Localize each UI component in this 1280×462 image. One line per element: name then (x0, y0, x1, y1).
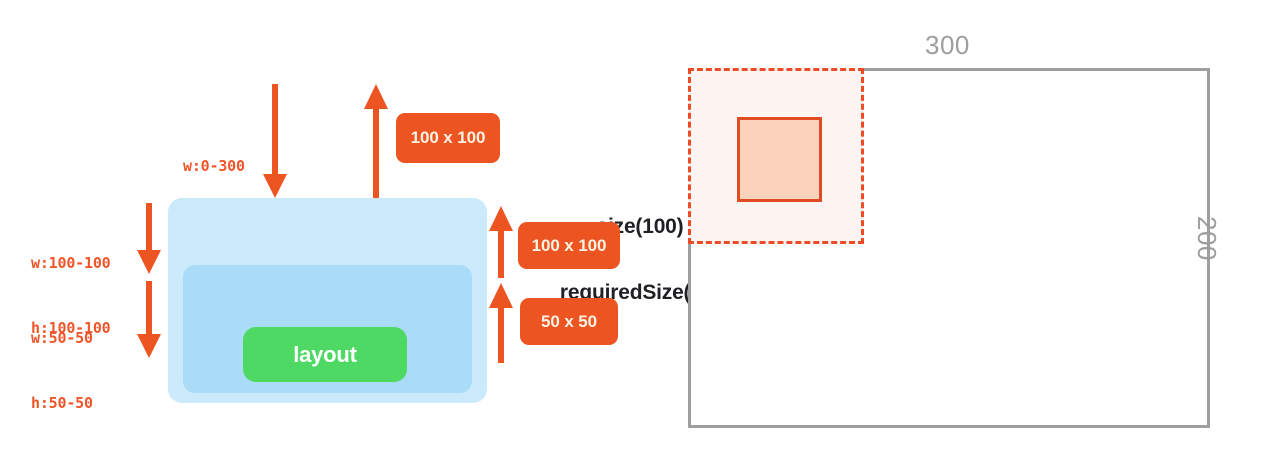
arrow-down-required-size-constraint (136, 281, 162, 359)
size-badge-label: 100 x 100 (410, 128, 486, 147)
constraint-width-text: w:100-100 (31, 253, 111, 272)
arrow-up-size-report (488, 206, 514, 278)
size-badge-size: 100 x 100 (518, 222, 620, 269)
constraint-height-text: h:100-100 (31, 318, 111, 337)
constraint-width-text: w:50-50 (31, 328, 93, 347)
canvas-width-label: 300 (925, 30, 970, 60)
size-badge-required-size: 50 x 50 (520, 298, 618, 345)
constraint-label-size: w:100-100 h:100-100 (31, 209, 111, 383)
constraint-width-text: w:0-300 (183, 156, 245, 175)
layout-chip-label: layout (293, 341, 357, 367)
arrow-down-size-constraint (136, 203, 162, 275)
size-badge-top: 100 x 100 (396, 113, 500, 163)
size-badge-label: 50 x 50 (540, 311, 598, 331)
constraint-label-required-size: w:50-50 h:50-50 (31, 284, 93, 458)
laid-out-square (737, 117, 822, 202)
arrow-up-required-size-report (488, 283, 514, 363)
arrow-down-incoming-constraint (262, 84, 288, 200)
canvas-height-label: 200 (1192, 216, 1222, 261)
size-badge-label: 100 x 100 (531, 235, 607, 255)
layout-chip[interactable]: layout (243, 327, 407, 382)
arrow-up-reported-size (363, 84, 389, 200)
constraint-height-text: h:50-50 (31, 393, 93, 412)
